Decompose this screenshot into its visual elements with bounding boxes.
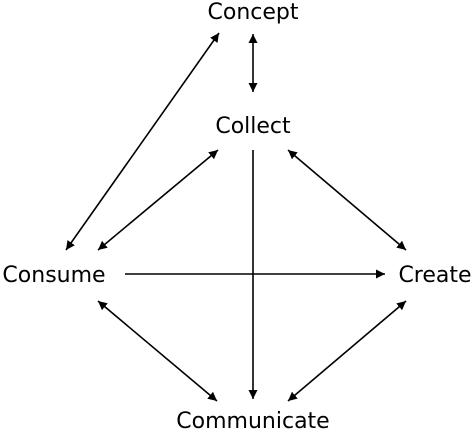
node-create: Create — [398, 263, 472, 288]
edge-collect-consume — [97, 149, 219, 251]
node-concept: Concept — [207, 0, 299, 25]
edge-consume-communicate — [97, 300, 218, 402]
edge-create-communicate — [287, 300, 407, 402]
node-collect: Collect — [215, 114, 291, 139]
node-communicate: Communicate — [176, 409, 330, 433]
node-consume: Consume — [2, 263, 106, 288]
edge-collect-create — [287, 149, 407, 251]
edge-concept-consume — [65, 32, 220, 251]
